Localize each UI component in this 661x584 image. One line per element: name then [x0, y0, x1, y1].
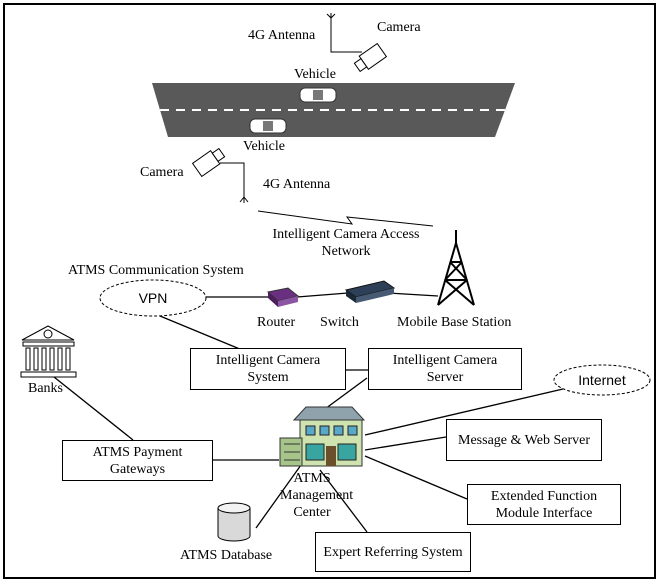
- internet-cloud-icon: [553, 364, 651, 396]
- ic-server-box: Intelligent Camera Server: [368, 348, 522, 390]
- antenna-top-label: 4G Antenna: [248, 28, 316, 43]
- banks-label: Banks: [28, 381, 63, 396]
- antenna-bottom-label: 4G Antenna: [263, 177, 331, 192]
- vehicle-bottom-label: Vehicle: [243, 139, 285, 154]
- vehicle-bottom-icon: [249, 118, 287, 134]
- bank-icon: [20, 325, 77, 378]
- connector-lines: [53, 292, 564, 533]
- internet-label: Internet: [578, 372, 626, 388]
- camera-bottom-icon: [191, 147, 226, 178]
- vpn-label: VPN: [138, 290, 168, 306]
- extended-interface-box: Extended Function Module Interface: [467, 484, 621, 525]
- diagram-frame: [3, 3, 656, 579]
- antenna-bottom-icon: [220, 162, 249, 203]
- comm-system-label: ATMS Communication System: [68, 263, 244, 278]
- database-icon: [217, 502, 251, 542]
- camera-bottom-label: Camera: [140, 165, 184, 180]
- mobile-base-station-icon: [437, 230, 475, 306]
- switch-icon: [344, 280, 396, 303]
- vehicle-top-label: Vehicle: [294, 67, 336, 82]
- access-network-label: Intelligent Camera Access Network: [272, 227, 420, 259]
- wireless-link-line: [257, 210, 434, 227]
- expert-system-box: Expert Referring System: [315, 532, 471, 572]
- router-label: Router: [257, 315, 296, 330]
- ic-system-box: Intelligent Camera System: [190, 348, 346, 390]
- web-server-box: Message & Web Server: [446, 419, 602, 461]
- switch-label: Switch: [320, 315, 359, 330]
- road: [152, 83, 515, 137]
- router-icon: [266, 287, 300, 307]
- management-center-icon: [279, 406, 366, 467]
- management-center-label: ATMS Management Center: [280, 471, 354, 520]
- camera-top-label: Camera: [377, 20, 421, 35]
- base-station-label: Mobile Base Station: [397, 315, 512, 330]
- camera-top-icon: [353, 42, 388, 73]
- vpn-cloud-icon: [99, 279, 207, 317]
- vehicle-top-icon: [299, 87, 337, 103]
- database-label: ATMS Database: [180, 548, 273, 563]
- antenna-top-icon: [326, 13, 362, 53]
- payment-gateway-box: ATMS Payment Gateways: [62, 440, 213, 481]
